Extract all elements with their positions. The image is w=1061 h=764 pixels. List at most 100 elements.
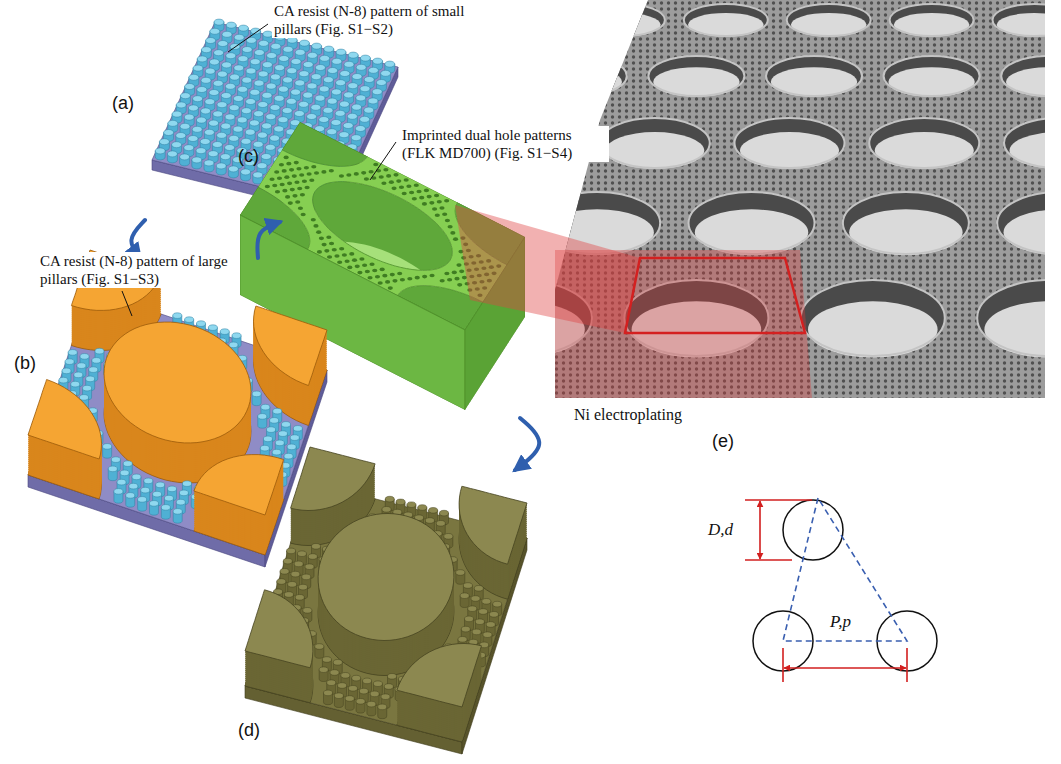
small-pillar-part xyxy=(184,145,194,151)
dimension-label: D,d xyxy=(708,520,733,540)
small-pillar-part xyxy=(71,381,80,387)
large-pillar-part xyxy=(254,307,328,387)
sem-hole xyxy=(648,56,744,97)
small-pillar-part xyxy=(196,148,206,154)
small-pillar-part xyxy=(111,457,120,463)
sem-hole-part xyxy=(766,56,862,96)
small-hole xyxy=(297,187,302,191)
sem-hole-part xyxy=(689,192,815,254)
sem-hole xyxy=(735,118,845,169)
small-pillar-part xyxy=(233,126,243,132)
small-pillar-part xyxy=(284,592,293,598)
small-pillar xyxy=(456,570,465,585)
sem-hole xyxy=(843,192,969,255)
small-hole xyxy=(311,218,316,222)
small-pillar-part xyxy=(68,350,77,356)
small-hole xyxy=(406,184,411,188)
process-panel: (b) xyxy=(10,258,330,578)
small-pillar-part xyxy=(173,509,182,515)
sem-hole xyxy=(766,56,862,97)
small-pillar-part xyxy=(176,102,186,108)
small-pillar-part xyxy=(335,110,345,116)
small-hole xyxy=(334,254,339,258)
small-hole xyxy=(339,247,344,251)
small-hole xyxy=(344,259,349,263)
sem-hole-part xyxy=(695,209,808,255)
sem-hole-part xyxy=(997,13,1061,37)
small-hole xyxy=(391,187,396,191)
small-pillar-part xyxy=(250,89,260,95)
small-pillar-part xyxy=(327,98,337,104)
large-pillar-part xyxy=(194,456,284,516)
small-pillar xyxy=(108,466,117,481)
small-hole xyxy=(375,275,380,279)
small-pillar-part xyxy=(155,148,165,154)
small-pillar-part xyxy=(193,96,203,102)
small-pillar-part xyxy=(164,495,173,501)
small-pillar-part xyxy=(471,596,480,602)
small-pillar-part xyxy=(368,98,378,104)
small-pillar-part xyxy=(192,157,202,163)
small-pillar xyxy=(204,160,214,172)
small-pillar-part xyxy=(273,408,282,414)
small-pillar-part xyxy=(359,688,368,694)
small-pillar-part xyxy=(173,313,182,319)
small-pillar-part xyxy=(307,83,317,89)
small-pillar-part xyxy=(355,126,365,132)
zoom-frame xyxy=(625,258,805,333)
small-hole xyxy=(298,206,303,210)
small-pillar xyxy=(138,497,147,512)
small-pillar-part xyxy=(74,372,83,378)
small-pillar-part xyxy=(262,92,272,98)
small-pillar-part xyxy=(92,358,101,364)
small-pillar-part xyxy=(302,574,311,580)
large-pillar xyxy=(194,455,284,555)
small-pillar-part xyxy=(217,132,227,138)
sem-hole-part xyxy=(766,56,862,96)
sem-hole-part xyxy=(884,56,980,96)
small-pillar-part xyxy=(291,89,301,95)
large-pillar-part xyxy=(397,644,482,708)
process-arrow xyxy=(515,418,539,470)
small-pillar-part xyxy=(103,444,112,450)
small-pillar-part xyxy=(234,34,244,40)
small-pillar-part xyxy=(176,133,186,139)
small-hole xyxy=(290,188,295,192)
small-pillar-part xyxy=(189,74,199,80)
small-pillar-part xyxy=(283,558,292,564)
small-pillar-part xyxy=(213,111,223,117)
small-pillar-part xyxy=(347,113,357,119)
small-pillar-part xyxy=(114,489,123,495)
small-pillar-part xyxy=(338,683,347,689)
small-pillar-part xyxy=(287,444,296,450)
small-pillar-part xyxy=(188,105,198,111)
small-pillar-part xyxy=(356,64,366,70)
small-pillar-part xyxy=(204,160,214,166)
sem-hole-part xyxy=(1004,118,1061,168)
small-pillar-part xyxy=(168,486,177,492)
small-pillar xyxy=(378,704,387,719)
small-pillar xyxy=(126,493,135,508)
small-pillar-part xyxy=(241,169,251,175)
dimension-tick xyxy=(782,648,784,682)
small-pillar-part xyxy=(225,83,235,89)
small-pillar-part xyxy=(274,126,284,132)
small-pillar-part xyxy=(266,83,276,89)
small-pillar-part xyxy=(293,426,302,432)
small-hole xyxy=(294,181,299,185)
small-pillar-part xyxy=(83,385,92,391)
process-panel: (a) xyxy=(108,15,400,220)
small-hole xyxy=(346,173,351,177)
small-hole xyxy=(313,224,318,228)
small-pillar-part xyxy=(418,505,427,511)
small-pillar-part xyxy=(278,117,288,123)
small-pillar-part xyxy=(331,120,341,126)
sem-hole-part xyxy=(648,56,744,96)
small-pillar-part xyxy=(258,414,267,420)
small-hole xyxy=(287,182,292,186)
callout-text: CA resist (N-8) pattern of small pillars… xyxy=(272,2,471,38)
small-pillar-part xyxy=(242,47,252,53)
small-hole xyxy=(342,253,347,257)
small-pillar-part xyxy=(141,487,150,493)
